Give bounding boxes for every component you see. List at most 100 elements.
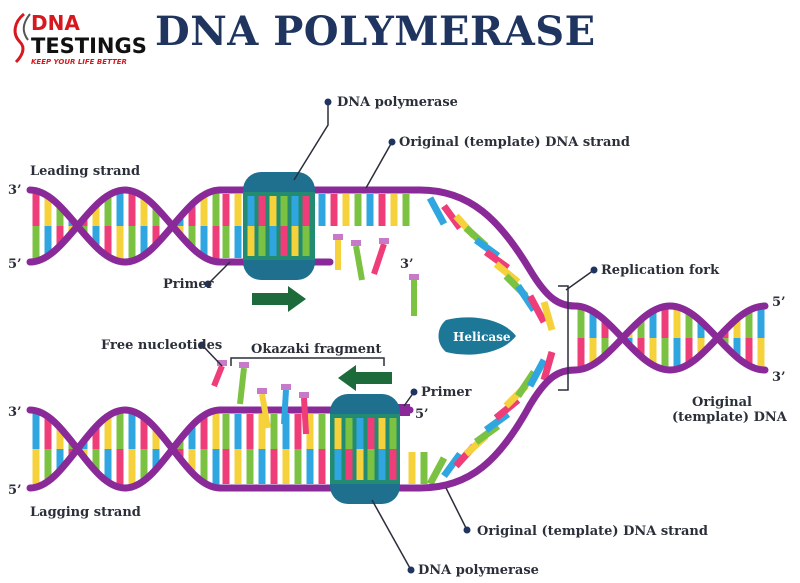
dna-polymerase-top bbox=[243, 172, 315, 280]
label-dna-polymerase-bottom: DNA polymerase bbox=[418, 563, 539, 578]
dot-primer-bottom bbox=[410, 388, 418, 396]
helix-top-left-strand-a bbox=[26, 186, 224, 266]
dot-dna-polymerase-top bbox=[324, 98, 332, 106]
okazaki-bracket bbox=[230, 357, 385, 366]
lagging-direction-arrow-icon bbox=[338, 365, 392, 391]
fork-bottom-base bbox=[441, 451, 463, 479]
helicase: Helicase bbox=[438, 317, 516, 355]
page-title: DNA POLYMERASE bbox=[155, 8, 596, 55]
label-leading-strand: Leading strand bbox=[30, 164, 140, 179]
end-left-top-3: 3’ bbox=[8, 183, 22, 198]
end-mid-bottom-5: 5’ bbox=[415, 407, 429, 422]
base-pairs bbox=[32, 190, 765, 488]
free-nucleotide bbox=[301, 397, 309, 435]
leader-dna-polymerase-bottom bbox=[371, 499, 412, 571]
fork-bottom-base bbox=[426, 456, 448, 486]
leader-dna-polymerase-top bbox=[293, 102, 329, 181]
leader-template-top bbox=[365, 141, 393, 189]
dot-template-bottom bbox=[463, 526, 471, 534]
free-nucleotide-phosphate bbox=[281, 384, 291, 390]
fork-top-base bbox=[515, 284, 537, 312]
template-strand-bottom bbox=[216, 366, 579, 492]
dot-dna-polymerase-bottom bbox=[407, 566, 415, 574]
polymerase-bottom-bases bbox=[334, 418, 397, 480]
logo-helix-icon bbox=[13, 12, 25, 64]
label-original-template-dna-2: (template) DNA bbox=[672, 410, 788, 425]
leading-direction-arrow-icon bbox=[252, 286, 306, 312]
label-primer-bottom: Primer bbox=[421, 385, 472, 400]
free-nucleotide-phosphate bbox=[409, 274, 419, 280]
replication-fork-bracket bbox=[558, 285, 569, 391]
logo-helix-strand-icon bbox=[22, 13, 31, 41]
leader-free-nucleotides bbox=[201, 344, 223, 367]
label-lagging-strand: Lagging strand bbox=[30, 505, 141, 520]
fork-bottom-base bbox=[515, 370, 537, 398]
free-nucleotide bbox=[353, 245, 365, 281]
fork-top-base bbox=[473, 237, 501, 259]
end-right-5: 5’ bbox=[772, 295, 786, 310]
free-nucleotides bbox=[211, 234, 419, 435]
direction-arrows bbox=[252, 286, 392, 391]
free-nucleotide bbox=[237, 367, 247, 405]
fork-top-base bbox=[426, 196, 448, 226]
fork-top-base bbox=[441, 203, 463, 231]
free-nucleotide-phosphate bbox=[239, 362, 249, 368]
free-nucleotide-phosphate bbox=[351, 240, 361, 246]
free-nucleotide-phosphate bbox=[299, 392, 309, 398]
label-primer-top: Primer bbox=[163, 277, 214, 292]
label-template-top: Original (template) DNA strand bbox=[399, 135, 630, 150]
logo: DNA TESTINGS KEEP YOUR LIFE BETTER bbox=[13, 11, 147, 66]
label-dna-polymerase-top: DNA polymerase bbox=[337, 95, 458, 110]
leader-replication-fork bbox=[565, 269, 595, 291]
helicase-label: Helicase bbox=[453, 330, 511, 344]
label-free-nucleotides: Free nucleotides bbox=[101, 338, 222, 353]
free-nucleotide-phosphate bbox=[333, 234, 343, 240]
helix-bottom-left-strand-b bbox=[26, 406, 224, 492]
logo-line2: TESTINGS bbox=[31, 34, 147, 58]
label-original-template-dna-1: Original bbox=[692, 395, 752, 410]
fork-top-base bbox=[526, 294, 548, 324]
free-nucleotide-phosphate bbox=[217, 360, 227, 366]
free-nucleotide bbox=[371, 243, 387, 275]
label-replication-fork: Replication fork bbox=[601, 263, 720, 278]
helix-bottom-left-strand-a bbox=[26, 406, 224, 492]
free-nucleotide-phosphate bbox=[257, 388, 267, 394]
end-right-3: 3’ bbox=[772, 370, 786, 385]
leader-lines bbox=[201, 102, 595, 571]
end-left-top-5: 5’ bbox=[8, 257, 22, 272]
fork-top-base bbox=[483, 249, 511, 271]
free-nucleotide bbox=[259, 393, 271, 429]
helix-right-strand-b bbox=[571, 302, 769, 374]
label-okazaki-fragment: Okazaki fragment bbox=[251, 342, 381, 357]
fork-top-base bbox=[493, 261, 521, 285]
polymerase-top-bases bbox=[247, 196, 310, 256]
helicase-shape bbox=[438, 317, 516, 355]
logo-tagline: KEEP YOUR LIFE BETTER bbox=[31, 58, 127, 66]
free-nucleotide-phosphate bbox=[379, 238, 389, 244]
helix-right-strand-a bbox=[571, 302, 769, 374]
free-nucleotide bbox=[281, 389, 289, 425]
fork-bottom-base bbox=[493, 397, 521, 421]
logo-line1: DNA bbox=[31, 11, 80, 35]
fork-bottom-base bbox=[540, 351, 556, 381]
end-left-bottom-5: 5’ bbox=[8, 483, 22, 498]
dot-template-top bbox=[388, 138, 396, 146]
free-nucleotide bbox=[211, 364, 225, 388]
leader-template-bottom bbox=[445, 487, 468, 531]
end-left-bottom-3: 3’ bbox=[8, 405, 22, 420]
helix-top-left-strand-b bbox=[26, 186, 224, 266]
dna-polymerase-bottom bbox=[330, 394, 400, 504]
fork-bottom-base bbox=[526, 358, 548, 388]
backbones bbox=[26, 186, 769, 492]
template-strand-top bbox=[216, 186, 579, 310]
polymerase-bottom-band bbox=[330, 414, 400, 484]
leader-primer-top bbox=[207, 261, 231, 285]
fork-bottom-base bbox=[483, 411, 511, 433]
leader-dots bbox=[198, 98, 598, 574]
dot-replication-fork bbox=[590, 266, 598, 274]
dot-free-nucleotides bbox=[198, 341, 206, 349]
end-mid-top-3: 3’ bbox=[400, 257, 414, 272]
fork-top-base bbox=[540, 301, 556, 331]
